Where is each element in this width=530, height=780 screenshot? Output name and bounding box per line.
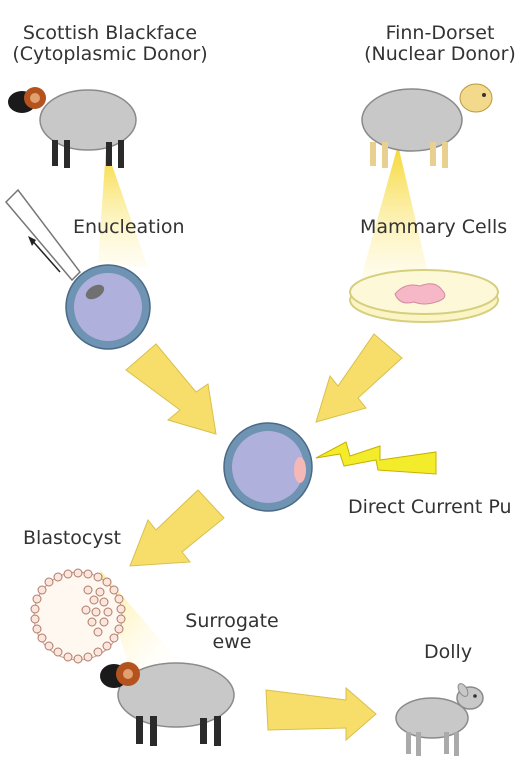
label-mammary-cells: Mammary Cells <box>360 216 508 238</box>
petri-dish-icon <box>349 269 499 323</box>
micropipette-icon <box>4 188 81 282</box>
beam-blastocyst-to-surrogate <box>100 570 185 670</box>
arrow-dish-to-fused-cell <box>315 333 403 423</box>
label-direct-current: Direct Current Pu <box>348 496 512 518</box>
label-nuclear-donor: (Nuclear Donor) <box>364 43 516 65</box>
label-dolly: Dolly <box>424 641 473 663</box>
label-enucleation: Enucleation <box>73 216 185 238</box>
label-finn-dorset: Finn-Dorset <box>385 22 495 44</box>
arrow-egg-to-fused-cell <box>125 343 217 435</box>
scottish-blackface-sheep-icon <box>8 87 137 168</box>
beam-blackface-to-egg <box>98 148 148 268</box>
fused-cell-icon <box>223 422 313 512</box>
label-surrogate: Surrogate <box>185 610 279 632</box>
surrogate-ewe-icon <box>100 662 235 746</box>
blastocyst-icon <box>30 568 126 664</box>
beam-finn-to-dish <box>360 145 432 290</box>
label-cytoplasmic-donor: (Cytoplasmic Donor) <box>12 43 208 65</box>
label-ewe: ewe <box>212 631 252 653</box>
label-scottish-blackface: Scottish Blackface <box>22 22 198 44</box>
egg-cell-icon <box>65 264 151 350</box>
arrow-fused-cell-to-blastocyst <box>129 489 225 567</box>
dolly-lamb-icon <box>395 683 484 756</box>
arrow-surrogate-to-dolly <box>265 686 377 742</box>
label-blastocyst: Blastocyst <box>23 527 121 549</box>
finn-dorset-sheep-icon <box>361 83 493 168</box>
lightning-bolt-icon <box>315 441 437 475</box>
